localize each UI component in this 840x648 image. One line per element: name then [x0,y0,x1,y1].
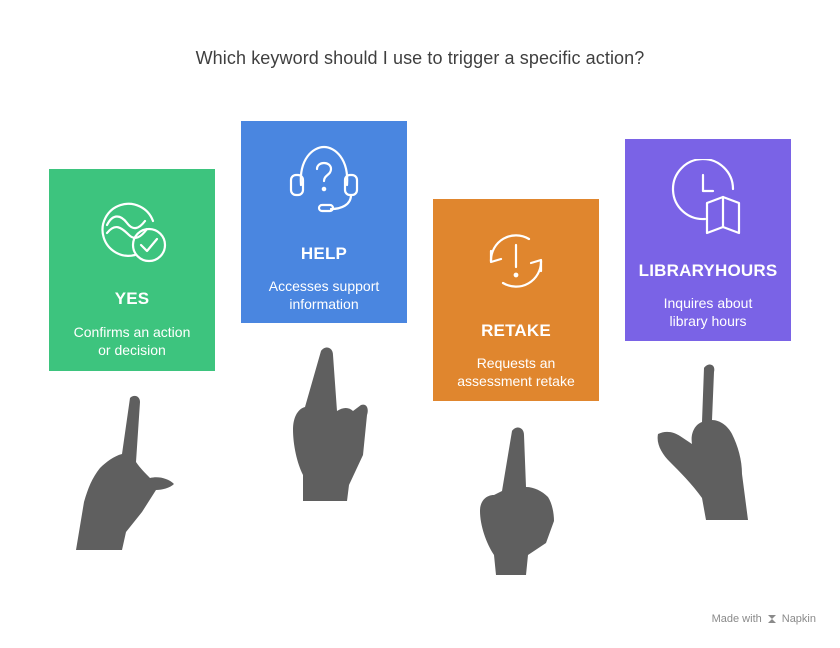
handshake-check-icon [101,202,167,263]
brand-name: Napkin [781,613,816,625]
pointing-hand-icon [657,364,748,520]
pointing-hand-icon [76,395,174,550]
card-description: Inquires about library hours [663,295,753,329]
card-label: HELP [300,244,348,263]
made-with-text: Made with [711,613,762,625]
pointing-hand-icon [293,347,368,501]
card-label: YES [114,289,150,308]
card-label: LIBRARYHOURS [638,261,778,280]
card-help: HELP Accesses support information [241,121,407,323]
card-label: RETAKE [481,321,551,340]
card-libraryhours: LIBRARYHOURS Inquires about library hour… [625,139,791,341]
retry-alert-icon [489,234,543,288]
headset-question-icon [289,145,359,213]
pointing-hand-icon [480,427,554,575]
card-description: Confirms an action or decision [73,324,191,358]
card-retake: RETAKE Requests an assessment retake [433,199,599,401]
napkin-logo-icon [767,615,776,623]
diagram-title: Which keyword should I use to trigger a … [195,48,645,68]
card-yes: YES Confirms an action or decision [49,169,215,371]
card-description: Accesses support information [268,278,380,312]
footer-attribution: Made with Napkin [712,613,816,625]
clock-book-icon [671,159,741,235]
card-description: Requests an assessment retake [457,355,575,389]
